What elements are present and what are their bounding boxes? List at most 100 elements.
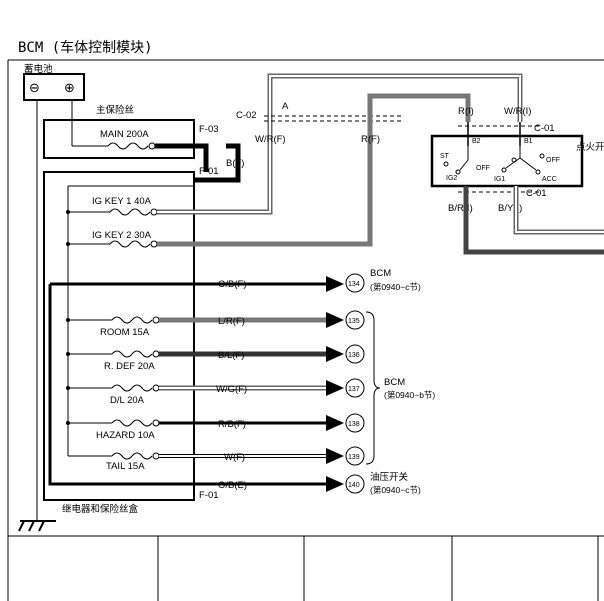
ref-140: 140 — [348, 482, 360, 489]
fuse-label-ig1: IG KEY 1 40A — [92, 196, 152, 207]
ref-138: 138 — [348, 421, 360, 428]
wire-label-lrf: L/R(F) — [218, 316, 245, 327]
battery-positive-icon: ⊕ — [64, 80, 75, 95]
wire-label-wri: W/R(I) — [504, 106, 531, 117]
wire-byi — [513, 186, 604, 235]
fuse-rdef-symbol — [111, 350, 153, 358]
relay-fuse-box — [43, 171, 195, 501]
connector-c02-label: C-02 — [236, 110, 257, 121]
wire-label-blf: B/L(F) — [218, 350, 244, 361]
fuse-room-terminal — [152, 316, 160, 324]
fuse-ig2-symbol — [109, 240, 151, 248]
ref-circle-134 — [345, 273, 365, 293]
arrow-140 — [326, 476, 344, 492]
fuse-tail-terminal — [152, 452, 160, 460]
annotation-bcm-1-ref: (第0940−c节) — [370, 282, 421, 292]
arrow-139 — [326, 448, 344, 464]
wire-wrf-route — [157, 73, 523, 215]
ref-circle-138 — [345, 413, 365, 433]
fuse-dl-symbol — [111, 384, 153, 392]
wire-label-bri: B/R(I) — [448, 203, 473, 214]
annotation-bcm-2-ref: (第0940−b节) — [384, 390, 435, 400]
fuse-rdef-terminal — [152, 350, 160, 358]
ref-circle-140 — [345, 474, 365, 494]
ign-terminal-b1: B1 — [524, 138, 533, 145]
connector-c01-bottom-label: C-01 — [526, 188, 547, 199]
battery-label: 蓄电池 — [24, 63, 53, 75]
ign-terminal-off-1: OFF — [476, 165, 490, 172]
fuse-label-main: MAIN 200A — [100, 129, 149, 140]
connector-c02-pin: A — [282, 101, 289, 112]
battery-symbol — [23, 73, 85, 101]
wire-label-rbf: R/B(F) — [218, 419, 246, 430]
ref-circle-135 — [345, 310, 365, 330]
fuse-ig1-symbol — [109, 208, 151, 216]
fuse-main-terminal — [148, 142, 156, 150]
wire-label-obf: O/B(F) — [218, 279, 247, 290]
wire-label-wgf: W/G(F) — [216, 384, 247, 395]
connector-c01-top-label: C-01 — [534, 123, 555, 134]
wire-label-wrf: W/R(F) — [255, 134, 286, 145]
wire-bri — [463, 186, 604, 255]
battery-negative-icon: ⊖ — [29, 80, 40, 95]
wire-obe-loop — [48, 284, 206, 486]
fuse-label-dl: D/L 20A — [110, 395, 145, 406]
annotation-oil-switch: 油压开关 — [370, 471, 409, 483]
arrow-137 — [326, 380, 344, 396]
arrow-134 — [326, 276, 344, 292]
connector-f01-top-label: F-01 — [199, 166, 219, 177]
fuse-label-rdef: R. DEF 20A — [104, 361, 155, 372]
wire-rf — [157, 93, 471, 247]
main-fuse-group-label: 主保险丝 — [96, 104, 134, 116]
fuse-ig2-terminal — [150, 240, 158, 248]
ign-contact-st — [443, 161, 449, 167]
fuse-tail-symbol — [111, 452, 153, 460]
ign-switch-contacts — [455, 146, 545, 175]
connector-f01-bottom-label: F-01 — [199, 490, 219, 501]
wire-label-bf: B(F) — [226, 158, 244, 169]
ref-139: 139 — [348, 454, 360, 461]
ref-135: 135 — [348, 318, 360, 325]
fuse-ig1-terminal — [150, 208, 158, 216]
fuse-room-symbol — [111, 316, 153, 324]
fuse-hazard-symbol — [111, 419, 153, 427]
ref-circle-137 — [345, 378, 365, 398]
wire-label-wf: W(F) — [224, 452, 245, 463]
fuse-main-symbol — [107, 142, 149, 150]
ign-terminal-ig1: IG1 — [494, 176, 505, 183]
wire-main-out — [155, 143, 209, 172]
ign-terminal-off-2: OFF — [546, 157, 560, 164]
arrow-138 — [326, 415, 344, 431]
annotation-oil-switch-ref: (第0940−c节) — [370, 485, 421, 495]
fuse-hazard-terminal — [152, 419, 160, 427]
annotation-bcm-2: BCM — [384, 377, 405, 388]
wire-label-rf: R(F) — [361, 134, 380, 145]
ignition-switch-label: 点火开 — [576, 142, 604, 153]
fuse-label-hazard: HAZARD 10A — [96, 430, 155, 441]
ref-136: 136 — [348, 352, 360, 359]
page-title: BCM (车体控制模块) — [18, 39, 153, 56]
ign-terminal-acc: ACC — [542, 176, 557, 183]
ref-circle-139 — [345, 446, 365, 466]
annotation-bcm-1: BCM — [370, 268, 391, 279]
ign-terminal-ig2: IG2 — [446, 175, 457, 182]
arrow-135 — [326, 312, 344, 328]
relay-fuse-box-label: 继电器和保险丝盒 — [62, 503, 139, 515]
ref-134: 134 — [348, 281, 360, 288]
fuse-dl-terminal — [152, 384, 160, 392]
fuse-label-room: ROOM 15A — [100, 327, 150, 338]
main-fuse-box — [43, 119, 195, 159]
wire-label-ri: R(I) — [458, 106, 474, 117]
ignition-switch-box — [430, 134, 584, 188]
wire-label-byi: B/Y(I) — [498, 203, 522, 214]
arrow-136 — [326, 346, 344, 362]
connector-f03-label: F-03 — [199, 124, 219, 135]
wire-label-obe: O/B(E) — [218, 480, 247, 491]
wire-bf — [194, 143, 241, 183]
bottom-grid — [8, 535, 604, 601]
ref-137: 137 — [348, 386, 360, 393]
fuse-label-ig2: IG KEY 2 30A — [92, 230, 152, 241]
bracket-bcm-b — [365, 311, 381, 465]
